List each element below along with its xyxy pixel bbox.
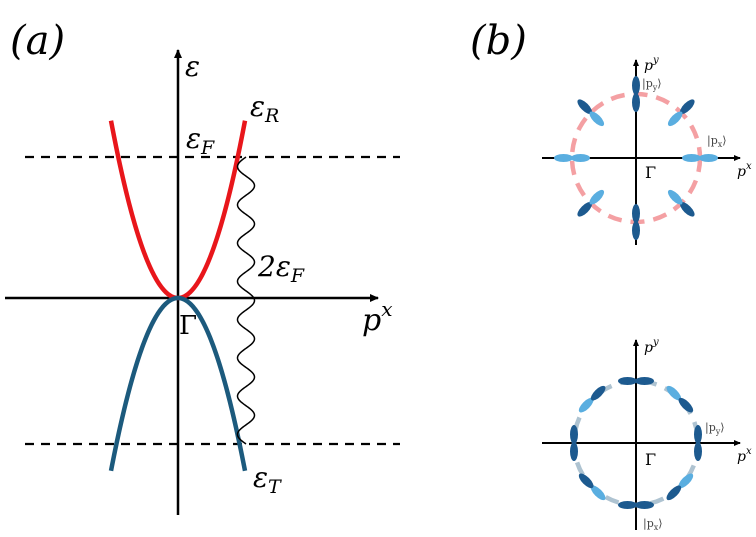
bottom-orbital-45-lobe-outer: [666, 385, 682, 401]
top-orbital-45-lobe-inner: [667, 111, 683, 127]
panel-a-label: (a): [10, 18, 65, 64]
top-orbital-225-lobe-inner: [589, 189, 605, 205]
bottom-orbital-135-lobe-inner: [590, 385, 606, 401]
panel-b-label: (b): [470, 18, 527, 64]
bottom-orbital-180-lobe-inner: [570, 425, 578, 444]
bottom-orbital-225-lobe-outer: [590, 485, 606, 501]
orbital-texture-bottom: py px Γ |py⟩ |px⟩: [542, 337, 752, 532]
top-orbital-lobes: [554, 76, 718, 240]
top-orbital-135-lobe-inner: [589, 111, 605, 127]
top-orbital-180-lobe-inner: [571, 154, 590, 162]
top-orbital-90-lobe-outer: [632, 76, 640, 95]
fermi-energy-label: εF: [186, 122, 215, 159]
top-ket-py-label: |py⟩: [642, 77, 662, 92]
bottom-ket-px-label: |px⟩: [643, 517, 663, 532]
momentum-axis-label: px: [362, 297, 393, 338]
gap-energy-label: 2εF: [257, 250, 305, 287]
gamma-point-label: Γ: [179, 311, 197, 341]
bottom-orbital-90-lobe-outer: [618, 377, 637, 385]
bottom-orbital-315-lobe-outer: [678, 473, 694, 489]
bottom-gamma-label: Γ: [645, 450, 656, 469]
top-orbital-315-lobe-inner: [667, 189, 683, 205]
bottom-orbital-270-lobe-inner: [618, 501, 637, 509]
top-py-axis-label: py: [644, 55, 659, 74]
orbital-texture-top: py px Γ |py⟩ |px⟩: [542, 55, 752, 245]
bottom-orbital-45-lobe-inner: [678, 397, 694, 413]
top-gamma-label: Γ: [645, 163, 656, 182]
bottom-orbital-90-lobe-inner: [635, 377, 654, 385]
bottom-orbital-lobes: [570, 377, 702, 509]
excitation-wavy-line: [236, 156, 256, 445]
bottom-ket-py-label: |py⟩: [705, 421, 725, 436]
bottom-orbital-0-lobe-inner: [694, 442, 702, 461]
bottom-orbital-180-lobe-outer: [570, 442, 578, 461]
top-orbital-270-lobe-inner: [632, 204, 640, 223]
top-orbital-45-lobe-outer: [679, 99, 695, 115]
top-orbital-0-lobe-inner: [682, 154, 701, 162]
bottom-py-axis-label: py: [644, 337, 659, 356]
top-orbital-135-lobe-outer: [577, 99, 593, 115]
lower-band-label: εT: [253, 461, 282, 498]
lower-band-curve: [108, 295, 248, 472]
top-ket-px-label: |px⟩: [707, 134, 727, 149]
upper-band-label: εR: [250, 90, 279, 127]
bottom-orbital-270-lobe-outer: [635, 501, 654, 509]
top-orbital-225-lobe-outer: [577, 201, 593, 217]
bottom-orbital-135-lobe-outer: [578, 397, 594, 413]
panel-b: (b) py px Γ |py⟩ |px⟩: [470, 18, 752, 532]
bottom-px-axis-label: px: [737, 446, 752, 465]
bottom-orbital-315-lobe-inner: [666, 485, 682, 501]
bottom-orbital-0-lobe-outer: [694, 425, 702, 444]
top-orbital-90-lobe-inner: [632, 93, 640, 112]
top-orbital-315-lobe-outer: [679, 201, 695, 217]
energy-axis-label: ε: [185, 50, 200, 83]
top-orbital-0-lobe-outer: [699, 154, 718, 162]
bottom-orbital-225-lobe-inner: [578, 473, 594, 489]
top-orbital-270-lobe-outer: [632, 221, 640, 240]
top-orbital-180-lobe-outer: [554, 154, 573, 162]
panel-a: (a) ε px εF εR εT 2εF Γ: [5, 18, 400, 515]
top-px-axis-label: px: [737, 161, 752, 180]
